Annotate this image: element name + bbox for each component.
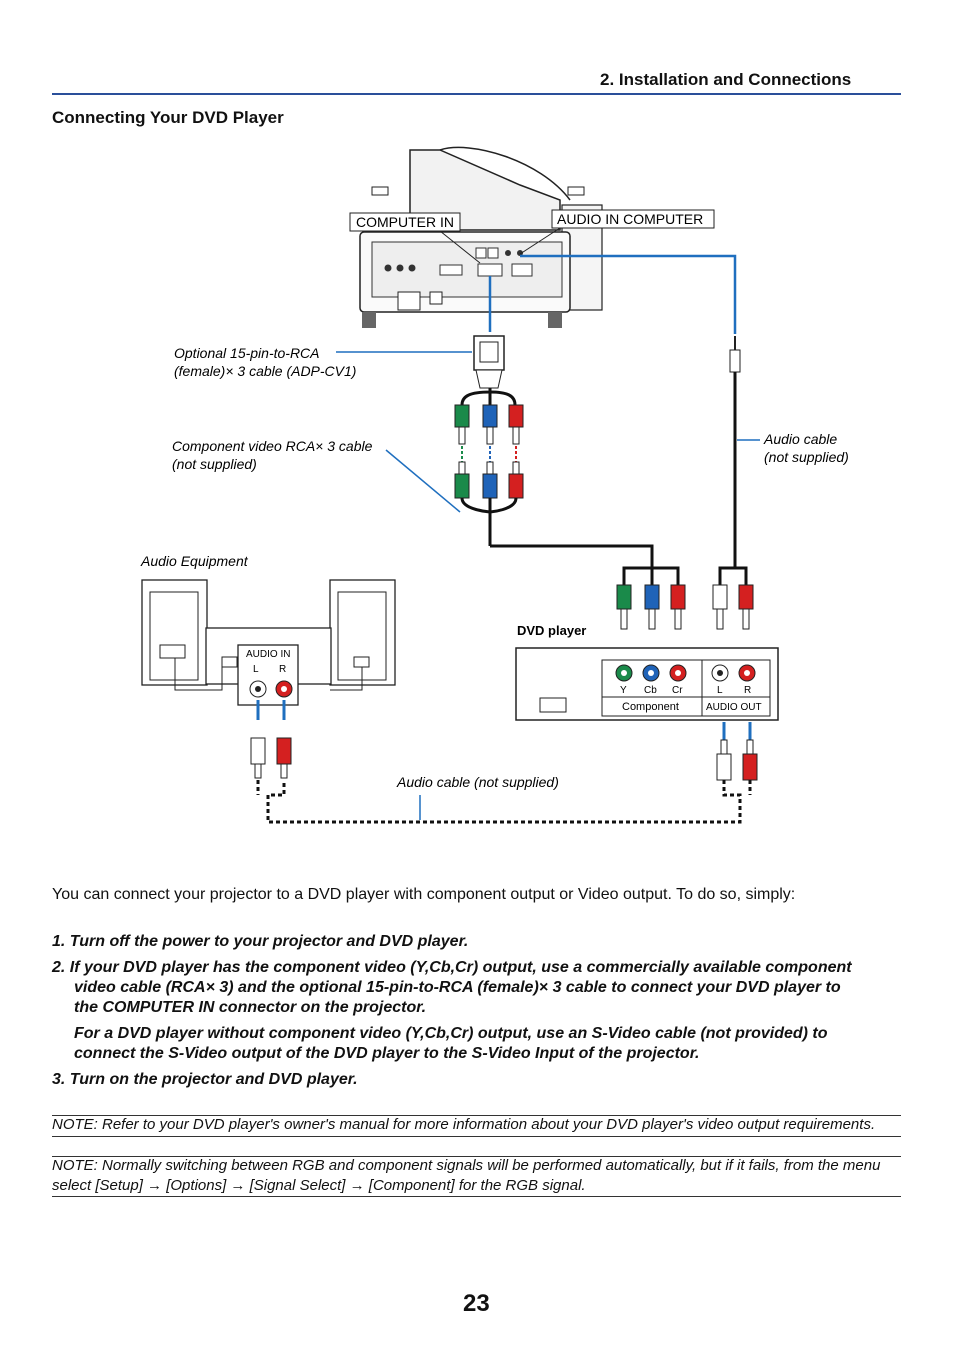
- audio-in-l-label: L: [253, 664, 259, 675]
- audio-equipment-label: Audio Equipment: [140, 553, 249, 569]
- audio-in-computer-label: AUDIO IN COMPUTER: [557, 211, 703, 227]
- optional-cable-label-1: Optional 15-pin-to-RCA: [174, 345, 320, 361]
- audio-cable-bottom-label: Audio cable (not supplied): [396, 774, 559, 790]
- note-2-line-1: NOTE: Normally switching between RGB and…: [52, 1157, 881, 1174]
- component-label: Component: [622, 701, 679, 713]
- step-2-line-5: connect the S-Video output of the DVD pl…: [74, 1045, 700, 1062]
- audio-out-r-label: R: [744, 685, 751, 696]
- step-2-line-1: 2. If your DVD player has the component …: [52, 959, 852, 976]
- y-label: Y: [620, 685, 627, 696]
- header-rule: [52, 93, 901, 95]
- note-rule: [52, 1136, 901, 1137]
- projector-illustration: [359, 146, 603, 328]
- cb-label: Cb: [644, 685, 657, 696]
- step-2-line-4: For a DVD player without component video…: [74, 1025, 828, 1042]
- note-rule: [52, 1115, 901, 1116]
- dvd-player-label: DVD player: [517, 623, 586, 638]
- intro-text: You can connect your projector to a DVD …: [52, 886, 796, 903]
- cr-label: Cr: [672, 685, 683, 696]
- audio-in-r-label: R: [279, 664, 286, 675]
- dvd-input-plugs: [616, 584, 754, 630]
- note-2-line-2: select [Setup] → [Options] → [Signal Sel…: [52, 1177, 586, 1194]
- upper-rca-plugs: [454, 404, 524, 499]
- audio-cable-label-2: (not supplied): [764, 449, 849, 465]
- mini-plug: [729, 336, 741, 373]
- page-title: Connecting Your DVD Player: [52, 108, 284, 127]
- audio-in-computer-box: [551, 209, 715, 229]
- component-cable-label-1: Component video RCA× 3 cable: [172, 438, 373, 454]
- dvd-player: [515, 647, 779, 721]
- step-2-line-2: video cable (RCA× 3) and the optional 15…: [74, 979, 841, 996]
- step-2-line-3: the COMPUTER IN connector on the project…: [74, 999, 427, 1016]
- audio-cable-label-1: Audio cable: [763, 431, 837, 447]
- computer-in-label: COMPUTER IN: [356, 214, 454, 230]
- optional-cable-label-2: (female)× 3 cable (ADP-CV1): [174, 363, 356, 379]
- dvd-audio-plugs: [716, 722, 758, 781]
- computer-in-box: [349, 212, 461, 232]
- component-cable-label-2: (not supplied): [172, 456, 257, 472]
- note-rule: [52, 1196, 901, 1197]
- step-1: 1. Turn off the power to your projector …: [52, 933, 469, 950]
- step-3: 3. Turn on the projector and DVD player.: [52, 1071, 358, 1088]
- note-rule: [52, 1156, 901, 1157]
- page-number: 23: [463, 1290, 490, 1317]
- note-1: NOTE: Refer to your DVD player's owner's…: [52, 1116, 876, 1133]
- connection-diagram: COMPUTER IN AUDIO IN COMPUTER: [140, 146, 849, 824]
- audio-equipment: [141, 579, 396, 779]
- section-header: 2. Installation and Connections: [600, 70, 852, 89]
- audio-in-label: AUDIO IN: [246, 649, 290, 660]
- audio-out-label: AUDIO OUT: [706, 702, 762, 713]
- 15-pin-connector: [473, 335, 505, 389]
- audio-out-l-label: L: [717, 685, 723, 696]
